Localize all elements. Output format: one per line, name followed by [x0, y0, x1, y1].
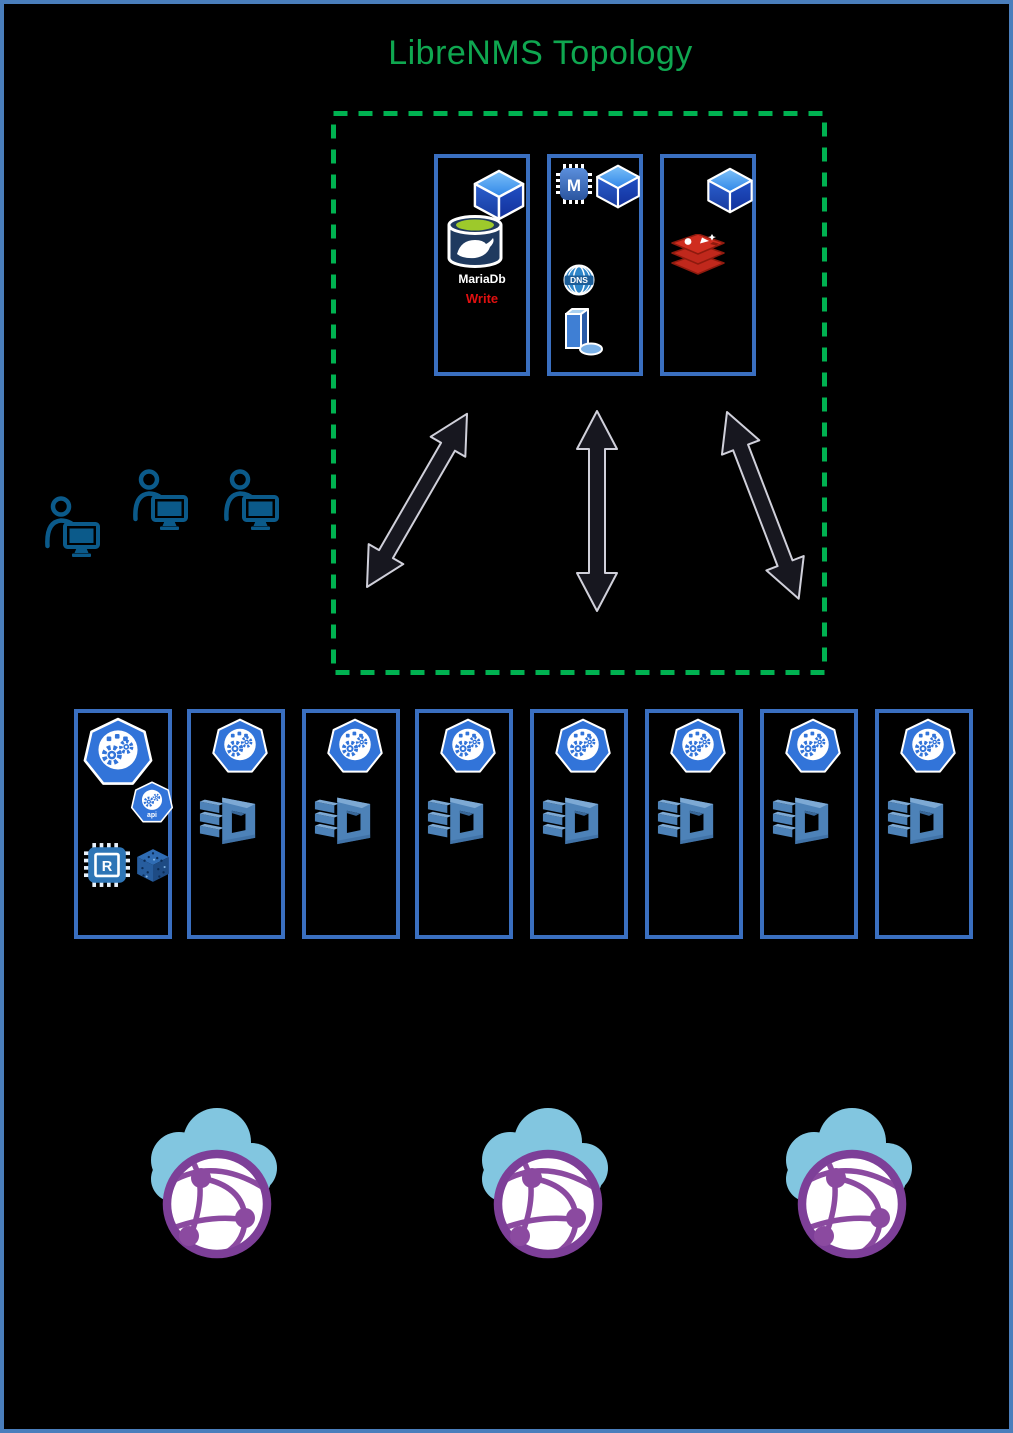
person-at-computer-icon — [44, 496, 100, 560]
worker-box-node — [875, 709, 973, 939]
ecs-container-icon — [314, 797, 371, 845]
kubernetes-control-plane-icon — [669, 718, 727, 774]
worker-box-node — [645, 709, 743, 939]
memcached-icon — [556, 164, 592, 204]
dns-icon — [563, 264, 595, 296]
worker-box-node — [302, 709, 400, 939]
double-arrow-right — [707, 403, 819, 607]
ecs-container-icon — [427, 797, 484, 845]
server-box-database: MariaDb Write — [434, 154, 530, 376]
kubernetes-control-plane-icon — [326, 718, 384, 774]
kubernetes-control-plane-icon — [82, 717, 154, 789]
server-tower-icon — [565, 308, 603, 356]
worker-box-node — [530, 709, 628, 939]
ecs-container-icon — [657, 797, 714, 845]
kubernetes-control-plane-icon — [784, 718, 842, 774]
worker-box-controller — [74, 709, 174, 939]
write-mode-label: Write — [465, 291, 499, 306]
vm-cube-icon — [707, 167, 753, 214]
kubernetes-control-plane-icon — [899, 718, 957, 774]
double-arrow-middle — [576, 410, 618, 612]
r-chip-icon — [84, 843, 130, 887]
mariadb-label: MariaDb — [458, 272, 506, 286]
redis-icon — [671, 234, 725, 275]
worker-box-node — [187, 709, 285, 939]
mesh-cube-icon — [137, 849, 169, 882]
ecs-container-icon — [887, 797, 944, 845]
mariadb-icon — [447, 215, 503, 268]
ecs-container-icon — [542, 797, 599, 845]
kubernetes-control-plane-icon — [211, 718, 269, 774]
person-at-computer-icon — [223, 469, 279, 533]
ecs-container-icon — [199, 797, 256, 845]
worker-box-node — [415, 709, 513, 939]
kubernetes-control-plane-icon — [554, 718, 612, 774]
cloud-network-icon — [135, 1098, 287, 1260]
person-at-computer-icon — [132, 469, 188, 533]
server-box-services — [547, 154, 643, 376]
cloud-network-icon — [466, 1098, 618, 1260]
connection-arrows — [348, 402, 819, 612]
ecs-container-icon — [772, 797, 829, 845]
kube-apiserver-icon — [130, 781, 174, 823]
server-box-cache — [660, 154, 756, 376]
worker-box-node — [760, 709, 858, 939]
vm-cube-icon — [596, 164, 640, 209]
diagram-title: LibreNMS Topology — [388, 34, 693, 72]
cloud-network-icon — [770, 1098, 922, 1260]
double-arrow-left — [348, 402, 486, 598]
kubernetes-control-plane-icon — [439, 718, 497, 774]
